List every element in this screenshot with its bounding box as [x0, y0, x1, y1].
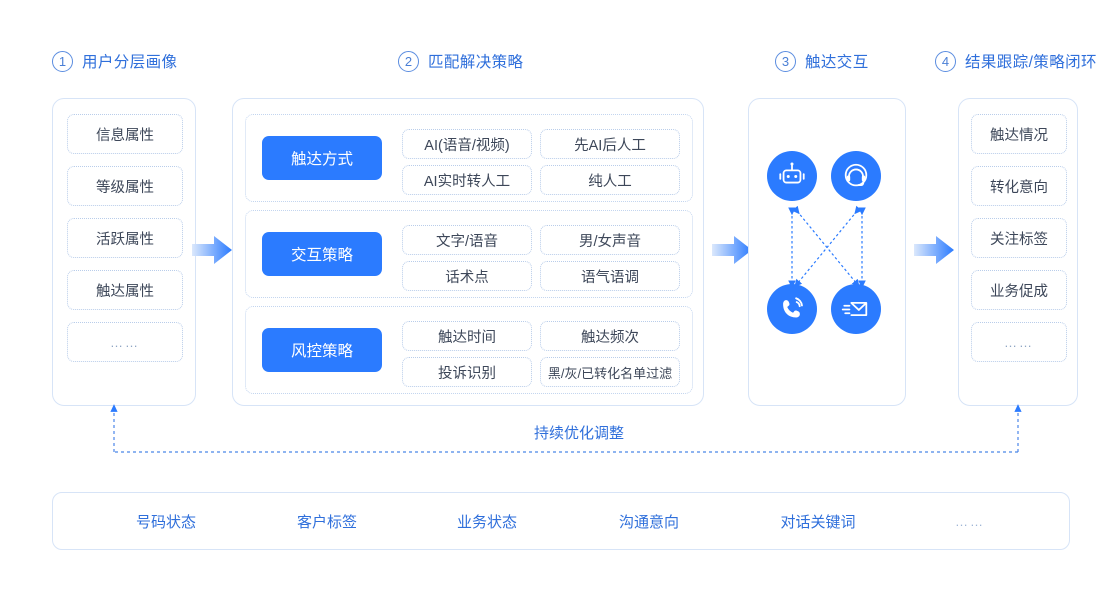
user-profile-panel: 信息属性 等级属性 活跃属性 触达属性 ……: [52, 98, 196, 406]
section-header-4: 4 结果跟踪/策略闭环: [935, 50, 1097, 72]
profile-item-4[interactable]: 触达属性: [67, 270, 183, 310]
data-tag-5[interactable]: 对话关键词: [780, 513, 856, 531]
option-interaction-2[interactable]: 男/女声音: [540, 225, 680, 255]
section-header-2: 2 匹配解决策略: [398, 50, 523, 72]
profile-item-1[interactable]: 信息属性: [67, 114, 183, 154]
headset-icon[interactable]: [831, 151, 881, 201]
strategy-label-contact-method[interactable]: 触达方式: [262, 136, 382, 180]
mail-icon[interactable]: [831, 284, 881, 334]
flow-arrow-2: [710, 233, 754, 267]
strategy-group-interaction: 交互策略 文字/语音 男/女声音 话术点 语气语调: [245, 210, 693, 298]
flow-arrow-1: [190, 233, 234, 267]
profile-item-3[interactable]: 活跃属性: [67, 218, 183, 258]
result-item-1[interactable]: 触达情况: [971, 114, 1067, 154]
step-number-4: 4: [935, 50, 956, 72]
data-tag-2[interactable]: 客户标签: [296, 513, 358, 531]
strategy-label-interaction[interactable]: 交互策略: [262, 232, 382, 276]
robot-icon[interactable]: [767, 151, 817, 201]
option-contact-method-2[interactable]: 先AI后人工: [540, 129, 680, 159]
option-interaction-4[interactable]: 语气语调: [540, 261, 680, 291]
feedback-loop-arrow: [110, 404, 1022, 453]
result-tracking-panel: 触达情况 转化意向 关注标签 业务促成 ……: [958, 98, 1078, 406]
option-risk-1[interactable]: 触达时间: [402, 321, 532, 351]
result-item-3[interactable]: 关注标签: [971, 218, 1067, 258]
section-title-4: 结果跟踪/策略闭环: [965, 54, 1097, 71]
option-contact-method-1[interactable]: AI(语音/视频): [402, 129, 532, 159]
section-title-1: 用户分层画像: [82, 54, 178, 71]
strategy-group-risk-control: 风控策略 触达时间 触达频次 投诉识别 黑/灰/已转化名单过滤: [245, 306, 693, 394]
option-contact-method-3[interactable]: AI实时转人工: [402, 165, 532, 195]
option-interaction-1[interactable]: 文字/语音: [402, 225, 532, 255]
strategy-panel: 触达方式 AI(语音/视频) 先AI后人工 AI实时转人工 纯人工 交互策略 文…: [232, 98, 704, 406]
data-tags-bar: 号码状态 客户标签 业务状态 沟通意向 对话关键词 ……: [52, 492, 1070, 550]
strategy-group-contact-method: 触达方式 AI(语音/视频) 先AI后人工 AI实时转人工 纯人工: [245, 114, 693, 202]
data-tag-4[interactable]: 沟通意向: [618, 513, 680, 531]
channel-panel: [748, 98, 906, 406]
profile-item-2[interactable]: 等级属性: [67, 166, 183, 206]
data-tag-1[interactable]: 号码状态: [135, 513, 197, 531]
flow-arrow-3: [912, 233, 956, 267]
option-risk-4[interactable]: 黑/灰/已转化名单过滤: [540, 357, 680, 387]
profile-item-more[interactable]: ……: [67, 322, 183, 362]
section-title-2: 匹配解决策略: [428, 54, 524, 71]
phone-icon[interactable]: [767, 284, 817, 334]
result-item-4[interactable]: 业务促成: [971, 270, 1067, 310]
feedback-loop-label: 持续优化调整: [534, 425, 625, 442]
section-header-3: 3 触达交互: [775, 50, 869, 72]
option-risk-2[interactable]: 触达频次: [540, 321, 680, 351]
option-risk-3[interactable]: 投诉识别: [402, 357, 532, 387]
option-interaction-3[interactable]: 话术点: [402, 261, 532, 291]
data-tag-more[interactable]: ……: [955, 513, 985, 529]
data-tag-3[interactable]: 业务状态: [456, 513, 518, 531]
result-item-more[interactable]: ……: [971, 322, 1067, 362]
option-contact-method-4[interactable]: 纯人工: [540, 165, 680, 195]
section-header-1: 1 用户分层画像: [52, 50, 177, 72]
section-title-3: 触达交互: [805, 54, 869, 71]
strategy-label-risk-control[interactable]: 风控策略: [262, 328, 382, 372]
step-number-1: 1: [52, 50, 73, 72]
channel-connections: [788, 205, 866, 289]
result-item-2[interactable]: 转化意向: [971, 166, 1067, 206]
step-number-2: 2: [398, 50, 419, 72]
step-number-3: 3: [775, 50, 796, 72]
